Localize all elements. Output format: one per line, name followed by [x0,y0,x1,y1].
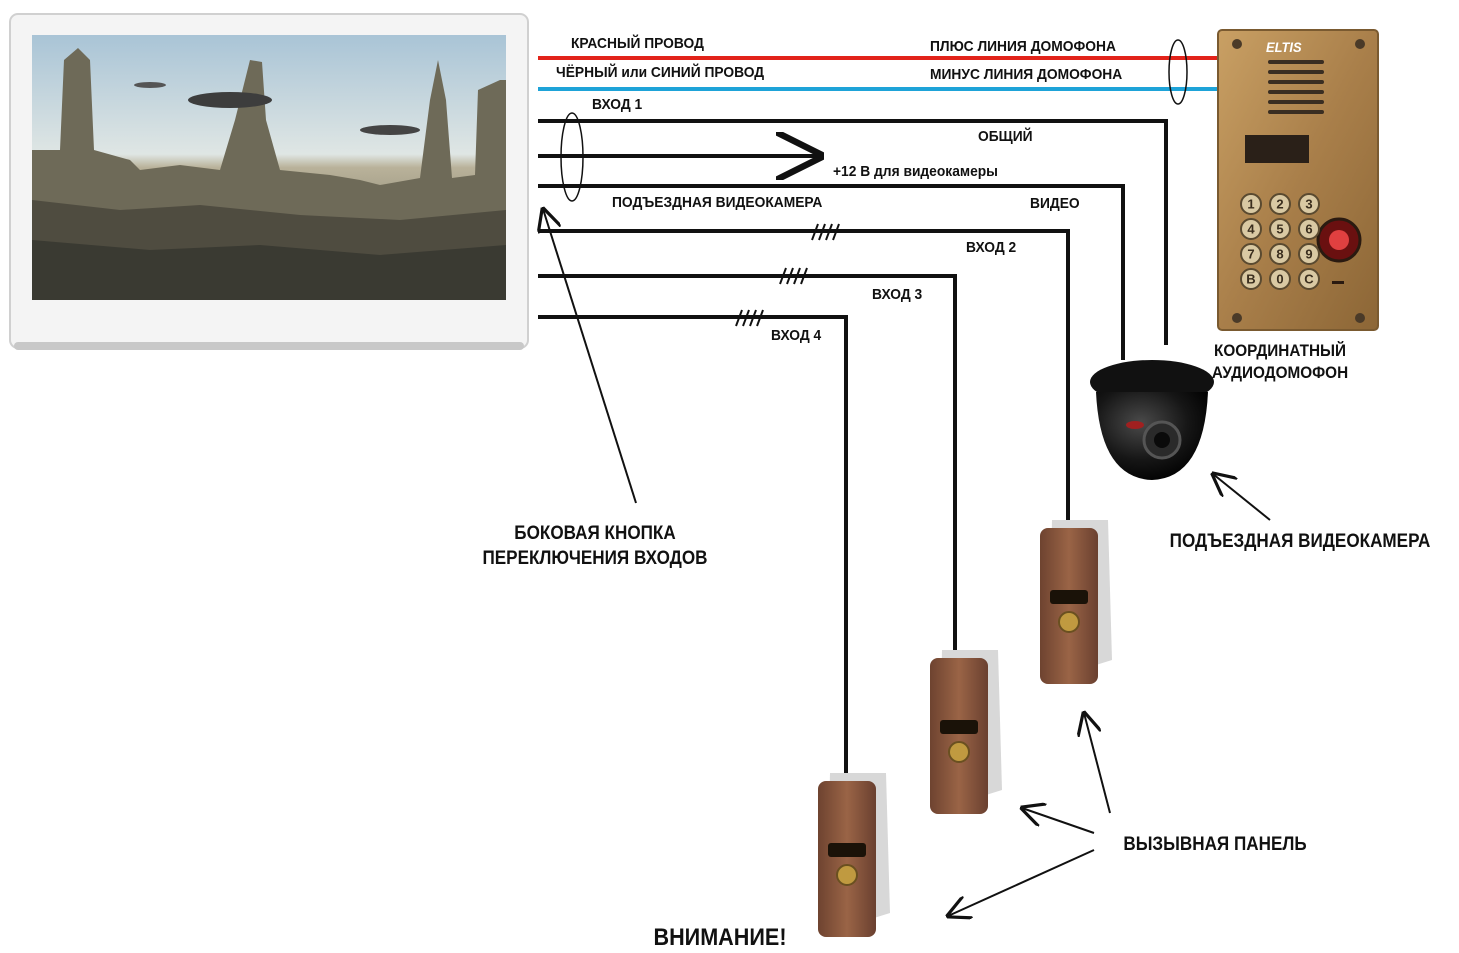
intercom-caption: КООРДИНАТНЫЙ АУДИОДОМОФОН [1199,340,1361,384]
side-button-line1: БОКОВАЯ КНОПКА [514,523,676,544]
keypad-key [1269,243,1291,265]
keypad-key-label: 9 [1305,247,1312,262]
keypad-key-label: 8 [1276,247,1283,262]
keypad-key [1240,243,1262,265]
keypad-key [1269,218,1291,240]
label-input3: ВХОД 3 [872,286,923,303]
call-panel-caption: ВЫЗЫВНАЯ ПАНЕЛЬ [1123,834,1307,855]
intercom-keypad: 1 2 3 4 5 6 7 8 9B 0 C [1240,193,1320,290]
keypad-key [1240,268,1262,290]
label-red-wire: КРАСНЫЙ ПРОВОД [571,35,704,52]
label-12v: +12 В для видеокамеры [833,163,998,180]
call-panel-input2 [1040,520,1112,684]
side-button-line2: ПЕРЕКЛЮЧЕНИЯ ВХОДОВ [482,547,708,569]
label-input4: ВХОД 4 [771,327,822,344]
warning-title: ВНИМАНИЕ! [653,924,787,951]
keypad-key-label: 4 [1247,222,1255,237]
keypad-key [1240,193,1262,215]
keypad-key [1240,218,1262,240]
camera-caption: ПОДЪЕЗДНАЯ ВИДЕОКАМЕРА [1169,531,1431,552]
wire-common [538,119,1168,345]
intercom-caption-line2: АУДИОДОМОФОН [1211,363,1349,383]
intercom-brand: ELTIS [1266,39,1302,55]
monitor-screen [32,35,506,300]
keypad-key [1269,268,1291,290]
label-video: ВИДЕО [1030,195,1080,212]
label-common: ОБЩИЙ [978,128,1033,145]
call-panel-input4 [818,773,890,937]
pointer-arrows [543,209,1271,916]
wire-input4 [538,315,848,775]
side-button-caption: БОКОВАЯ КНОПКА ПЕРЕКЛЮЧЕНИЯ ВХОДОВ [469,522,721,571]
keypad-key-label: C [1304,272,1314,287]
keypad-key [1269,193,1291,215]
keypad-key [1298,218,1320,240]
intercom-caption-line1: КООРДИНАТНЫЙ [1214,341,1346,360]
label-plus-line: ПЛЮС ЛИНИЯ ДОМОФОНА [930,38,1116,55]
keypad-key-label: 7 [1247,247,1254,262]
keypad-key-label: 2 [1276,197,1283,212]
wire-video [538,184,1125,360]
keypad-key [1298,268,1320,290]
keypad-key-label: 0 [1276,272,1283,287]
label-input1: ВХОД 1 [592,96,643,113]
video-monitor [9,13,529,350]
keypad-key-label: 3 [1305,197,1312,212]
label-porch-camera-wire: ПОДЪЕЗДНАЯ ВИДЕОКАМЕРА [612,194,823,211]
wire-input3 [538,274,957,650]
porch-dome-camera [1090,360,1214,480]
label-minus-line: МИНУС ЛИНИЯ ДОМОФОНА [930,66,1123,83]
call-panel-input3 [930,650,1002,814]
keypad-key-label: 1 [1247,197,1254,212]
wire-bundle-ring-left [560,112,584,202]
wire-bundle-ring-top [1168,39,1188,105]
keypad-key-label: 5 [1276,222,1283,237]
keypad-key-label: 6 [1305,222,1312,237]
wire-input2 [538,229,1070,520]
label-black-blue-wire: ЧЁРНЫЙ или СИНИЙ ПРОВОД [556,64,765,81]
keypad-key-label: B [1246,272,1255,287]
keypad-key [1298,243,1320,265]
label-input2: ВХОД 2 [966,239,1017,256]
multiwire-marks [735,223,840,327]
keypad-key [1298,193,1320,215]
